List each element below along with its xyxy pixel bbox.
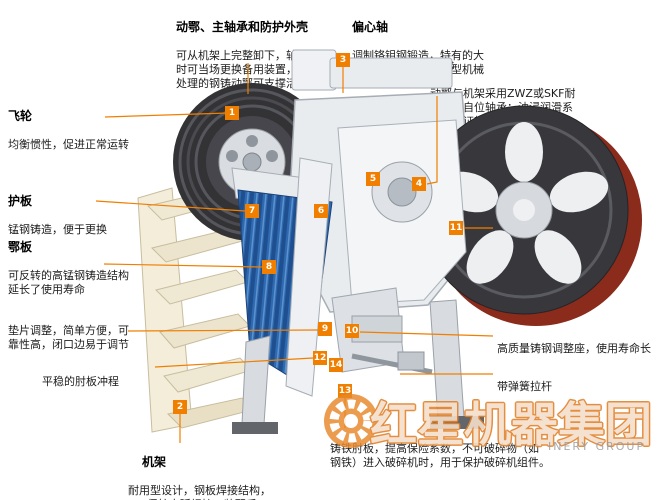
label-flywheel-body: 均衡惯性，促进正常运转 <box>8 138 129 151</box>
label-eccentric-shaft-title: 偏心轴 <box>352 20 389 34</box>
label-toggle-stroke-body: 平稳的肘板冲程 <box>42 375 119 388</box>
feeder-trays <box>137 185 253 433</box>
badge-8: 8 <box>262 260 276 274</box>
label-frame-title: 机架 <box>142 455 167 469</box>
badge-14: 14 <box>329 358 343 372</box>
adjust-seat-shape <box>351 315 403 343</box>
label-jaw-plate: 鄂板 可反转的高锰钢铸造结构 延长了使用寿命 <box>8 226 158 311</box>
shaft-end <box>387 177 417 207</box>
label-frame: 机架 耐用型设计，钢板焊接结构， Co₂保护电弧焊接，装配后 去应力处理 <box>128 441 308 500</box>
badge-12: 12 <box>313 351 327 365</box>
label-adjust-seat: 高质量铸钢调整座，使用寿命长 <box>497 328 659 370</box>
badge-5: 5 <box>366 172 380 186</box>
label-spring-rod-body: 带弹簧拉杆 <box>497 380 552 393</box>
label-jaw-plate-body: 可反转的高锰钢铸造结构 延长了使用寿命 <box>8 269 129 296</box>
label-shim-adjust-body: 垫片调整，简单方便，可 靠性高，闭口边易于调节 <box>8 324 129 351</box>
label-frame-body: 耐用型设计，钢板焊接结构， Co₂保护电弧焊接，装配后 去应力处理 <box>128 484 271 500</box>
badge-3: 3 <box>336 53 350 67</box>
label-spring-rod: 带弹簧拉杆 <box>497 366 607 408</box>
badge-4: 4 <box>412 177 426 191</box>
label-toggle-stroke: 平稳的肘板冲程 <box>42 361 162 403</box>
spring-shape <box>397 351 425 371</box>
label-guard-plate-title: 护板 <box>8 194 33 208</box>
badge-13: 13 <box>338 384 352 398</box>
badge-1: 1 <box>225 106 239 120</box>
support-legs <box>232 299 484 434</box>
label-moving-jaw-title: 动鄂、主轴承和防护外壳 <box>176 20 309 34</box>
eccentric-shaft-housing <box>329 57 453 89</box>
badge-7: 7 <box>245 204 259 218</box>
label-toggle-plate-body: 铸铁肘板，提高保险系数，不可破碎物（如 钢铁）进入破碎机时，用于保护破碎机组件。 <box>330 442 550 469</box>
badge-9: 9 <box>318 322 332 336</box>
right-flywheel <box>419 105 642 326</box>
label-toggle-plate: 铸铁肘板，提高保险系数，不可破碎物（如 钢铁）进入破碎机时，用于保护破碎机组件。 <box>330 428 575 484</box>
label-flywheel: 飞轮 均衡惯性，促进正常运转 <box>8 95 153 166</box>
label-flywheel-title: 飞轮 <box>8 109 33 123</box>
badge-10: 10 <box>345 324 359 338</box>
label-guard-plate: 护板 锰钢铸造，便于更换 <box>8 180 133 251</box>
badge-6: 6 <box>314 204 328 218</box>
label-jaw-plate-title: 鄂板 <box>8 240 33 254</box>
callout-lines <box>95 63 494 443</box>
label-shim-adjust: 垫片调整，简单方便，可 靠性高，闭口边易于调节 <box>8 310 148 366</box>
badge-11: 11 <box>449 221 463 235</box>
badge-2: 2 <box>173 400 187 414</box>
label-guard-plate-body: 锰钢铸造，便于更换 <box>8 223 107 236</box>
label-adjust-seat-body: 高质量铸钢调整座，使用寿命长 <box>497 342 651 355</box>
top-housing <box>291 49 337 91</box>
